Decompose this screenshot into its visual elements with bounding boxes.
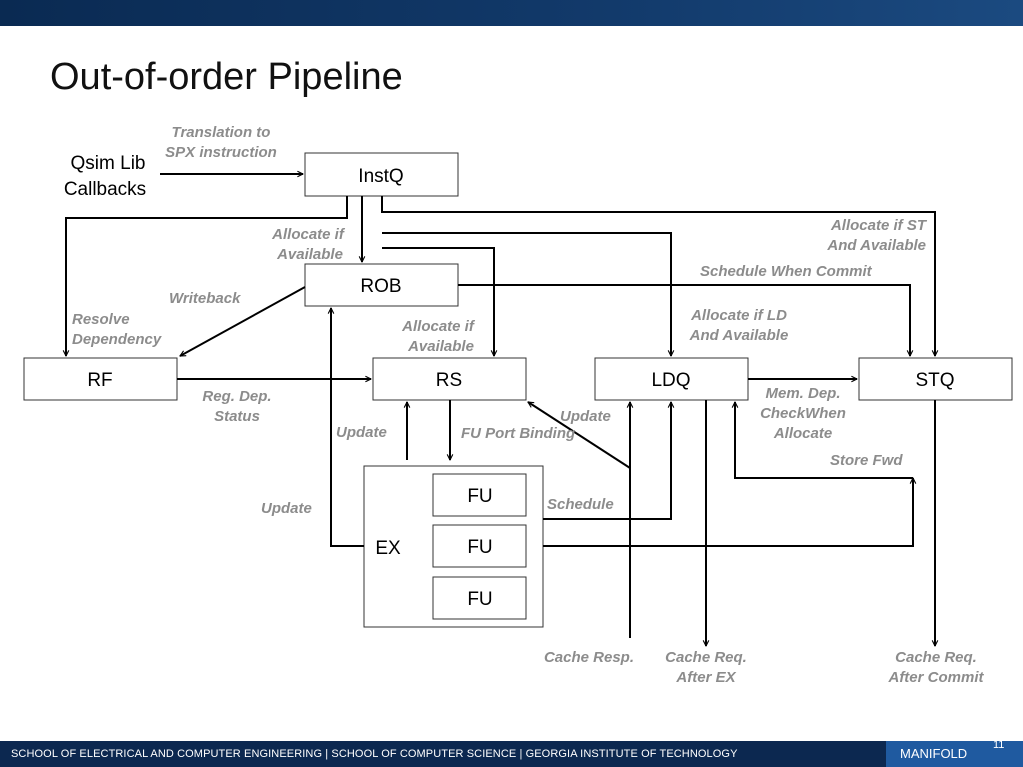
label-alloc-rs-2: Available (407, 338, 474, 355)
slide-title: Out-of-order Pipeline (50, 56, 403, 98)
rs-box (372, 357, 527, 401)
arrow-rob-stq (458, 284, 910, 356)
label-cache-req-ex-2: After EX (675, 669, 736, 686)
label-cache-resp: Cache Resp. (544, 649, 634, 666)
arrow-instq-ldq (382, 232, 671, 356)
arrow-instq-rs (382, 247, 494, 356)
label-reg-dep-2: Status (214, 408, 260, 425)
arrow-store-fwd (735, 402, 913, 479)
footer-text: SCHOOL OF ELECTRICAL AND COMPUTER ENGINE… (11, 748, 738, 760)
label-alloc-st-2: And Available (826, 237, 926, 254)
ldq-label: LDQ (651, 370, 690, 391)
label-schedule-commit: Schedule When Commit (700, 263, 873, 280)
label-alloc-ld-1: Allocate if LD (690, 307, 787, 324)
ldq-box (594, 357, 749, 401)
label-mem-dep-2: CheckWhen (760, 405, 846, 422)
arrow-schedule-ldq (543, 402, 671, 520)
label-mem-dep-3: Allocate (773, 425, 832, 442)
label-resolve-1: Resolve (72, 311, 130, 328)
arrow-ex-rob (331, 308, 364, 547)
ex-label: EX (375, 538, 401, 559)
source-line-2: Callbacks (64, 179, 146, 200)
label-fu-port: FU Port Binding (461, 425, 575, 442)
arrow-instq-rf (66, 196, 348, 356)
fu-label-3: FU (467, 589, 492, 610)
fu-label-2: FU (467, 537, 492, 558)
label-alloc-st-1: Allocate if ST (830, 217, 928, 234)
arrow-rob-rf (180, 286, 306, 357)
label-translation-2: SPX instruction (165, 144, 277, 161)
label-store-fwd: Store Fwd (830, 452, 903, 469)
label-alloc-rs-1: Allocate if (401, 318, 476, 335)
rf-label: RF (87, 370, 112, 391)
label-reg-dep-1: Reg. Dep. (202, 388, 271, 405)
label-mem-dep-1: Mem. Dep. (765, 385, 840, 402)
label-translation-1: Translation to (172, 124, 271, 141)
fu-box-1 (432, 473, 527, 517)
arrow-instq-stq (381, 196, 935, 356)
stq-box (858, 357, 1013, 401)
label-alloc-rob-1: Allocate if (271, 226, 346, 243)
page-number: 11 (993, 739, 1005, 751)
brand-box: MANIFOLD (886, 741, 1023, 767)
label-alloc-rob-2: Available (276, 246, 343, 263)
label-schedule: Schedule (547, 496, 614, 513)
label-cache-req-commit-1: Cache Req. (895, 649, 977, 666)
rs-label: RS (436, 370, 462, 391)
source-line-1: Qsim Lib (71, 153, 146, 174)
label-update-rob: Update (261, 500, 312, 517)
arrow-ex-store (543, 478, 913, 547)
label-cache-req-commit-2: After Commit (887, 669, 984, 686)
top-banner (0, 0, 1023, 26)
label-cache-req-ex-1: Cache Req. (665, 649, 747, 666)
fu-box-3 (432, 576, 527, 620)
label-alloc-ld-2: And Available (689, 327, 789, 344)
fu-label-1: FU (467, 486, 492, 507)
stq-label: STQ (915, 370, 954, 391)
arrow-update-rs-diag (528, 401, 631, 469)
label-update-rs: Update (336, 424, 387, 441)
footer-bar: SCHOOL OF ELECTRICAL AND COMPUTER ENGINE… (0, 741, 1023, 767)
label-update-diag: Update (560, 408, 611, 425)
brand-label: MANIFOLD (900, 746, 968, 761)
fu-box-2 (432, 524, 527, 568)
label-resolve-2: Dependency (72, 331, 162, 348)
instq-label: InstQ (358, 166, 403, 187)
rob-label: ROB (360, 276, 401, 297)
label-writeback: Writeback (169, 290, 241, 307)
